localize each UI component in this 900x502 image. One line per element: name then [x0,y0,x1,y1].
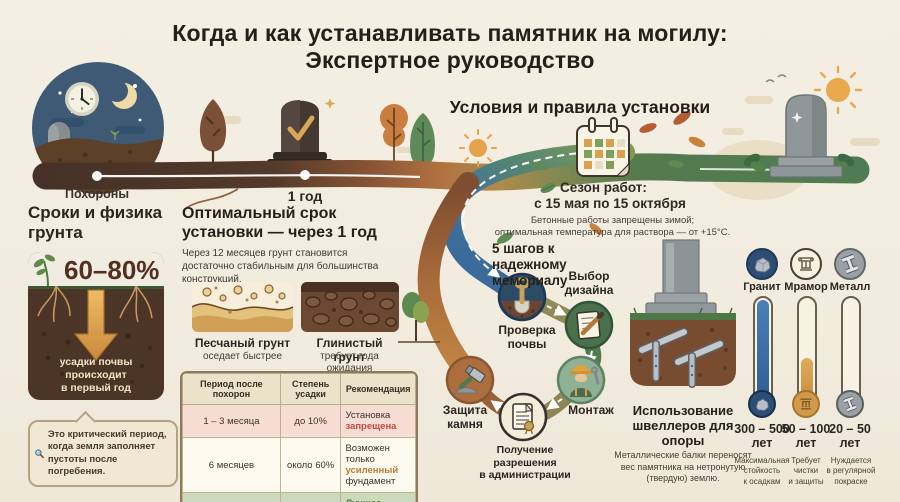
metal-icon [834,248,866,280]
granite-years: 300 – 500 лет [734,422,790,451]
leaf-icons [496,111,706,244]
cell-recommendation: Возможен только усиленный фундамент [340,437,416,493]
season-leaf-icon [540,183,556,193]
cell-degree: до 10% [279,404,342,438]
page-title-line1: Когда и как устанавливать памятник на мо… [172,20,728,46]
callout-text: Это критический период, когда земля запо… [47,429,167,478]
granite-durability-gauge [753,296,773,408]
marble-years: 50 – 100 лет [781,422,831,451]
table-header-degree: Степень усадки [279,373,342,405]
rec-accent: усиленный [345,465,399,476]
season-dates: с 15 мая по 15 октября [534,196,686,211]
granite-desc: Максимальная стойкость к осадкам [734,456,790,486]
rec-text: Установка [345,410,391,421]
table-row: 6 месяцев около 60% Возможен только усил… [182,437,416,493]
cell-recommendation: Лучшее время для монтажа [340,492,416,502]
crescent-moon-icon [106,80,137,109]
calendar-icon [576,117,630,177]
channel-beams-diagram [630,239,736,388]
soil-roots-arrow [37,286,153,384]
cell-degree: около 80% [279,492,342,502]
settle-arrow-icon [73,289,119,361]
green-tree-icon [410,113,435,170]
step-label-design: Выбор дизайна [564,269,614,297]
decorative-root [185,188,239,209]
rec-accent: запрещена [345,421,397,432]
cell-degree: около 60% [279,437,342,493]
step-protect-icon [445,355,495,405]
cell-period: 1 – 3 месяца [182,404,281,438]
granite-gauge-icon [748,390,776,418]
physics-heading: Сроки и физика грунта [28,203,163,242]
granite-icon [746,248,778,280]
small-green-tree-icon [398,292,440,343]
metal-desc: Нуждается в регулярной покраске [826,456,876,486]
material-name-marble: Мрамор [784,281,828,293]
material-name-granite: Гранит [743,281,781,293]
season-note: Бетонные работы запрещены зимой; оптимал… [494,215,731,239]
brown-tree-icon [199,99,227,170]
cell-period: 1 год [182,492,281,502]
timeline-dot-year [300,170,310,180]
tombstone-check-icon [258,98,338,169]
sparkle-icon [324,98,336,109]
step-soil-check-icon [497,272,547,322]
clay-soil-illustration [301,282,399,332]
page-title-line2: Экспертное руководство [305,47,595,73]
sparkle-icon [791,112,803,123]
rec-text: фундамент [345,476,396,487]
sprout-icon [110,130,120,140]
season-title: Сезон работ: [560,180,647,195]
timeline-dot-funeral [92,171,102,181]
soil-figure-caption: усадки почвы происходит в первый год [59,355,133,394]
step-label-permit: Получение разрешения в администрации [479,444,571,482]
marble-gauge-icon [792,390,820,418]
critical-period-callout: Это критический период, когда земля запо… [28,410,178,488]
optimal-body: Через 12 месяцев грунт становится достат… [182,248,379,285]
step-label-installation: Монтаж [568,403,614,417]
material-name-metal: Металл [829,281,871,293]
step-design-icon [564,300,614,350]
sandy-soil-desc: оседает быстрее [202,351,283,362]
plant-icon [33,254,56,287]
table-header-period: Период после похорон [182,373,281,405]
shrinkage-table: Период после похорон Степень усадки Реко… [180,371,418,502]
step-label-soil-check: Проверка почвы [498,323,556,351]
step-label-protection: Защита камня [442,403,488,431]
shrinkage-percent: 60–80% [64,255,160,285]
sun-icon [459,129,497,167]
channels-body: Металлические балки переносят вес памятн… [614,450,752,484]
orange-branch-ribbon [417,172,479,379]
cell-recommendation: Установка запрещена [340,404,416,438]
sandy-soil-illustration [192,282,293,332]
conditions-heading: Условия и правила установки [449,97,711,117]
step-worker-icon [556,355,606,405]
timeline-label-funeral: Похороны [64,187,130,201]
sandy-soil-name: Песчаный грунт [194,336,291,350]
clay-soil-name: Глинистый грунт [316,336,383,364]
metal-years: 20 – 50 лет [829,422,871,451]
marble-desc: Требует чистки и защиты [788,456,824,486]
clock-icon [65,82,99,116]
steps-heading: 5 шагов к надежному мемориалу [492,241,568,289]
table-row: 1 год около 80% Лучшее время для монтажа [182,492,416,502]
optimal-heading: Оптимальный срок установки — через 1 год [182,205,377,242]
timeline-label-year: 1 год [287,188,323,204]
metal-gauge-icon [836,390,864,418]
magnifier-icon [35,449,44,458]
table-header-recommendation: Рекомендация [340,373,416,405]
orange-tree-icon [380,104,408,168]
rec-text: Возможен только [345,443,390,465]
table-row: 1 – 3 месяца до 10% Установка запрещена [182,404,416,438]
step-permit-icon [498,392,548,442]
cell-period: 6 месяцев [182,437,281,493]
monument-icon [743,94,855,178]
marble-icon [790,248,822,280]
soil-shrinkage-figure: 60–80% усадки почвы происходит в первый … [28,252,164,400]
birds-icon [765,74,787,83]
channels-heading: Использование швеллеров для опоры [632,403,734,448]
